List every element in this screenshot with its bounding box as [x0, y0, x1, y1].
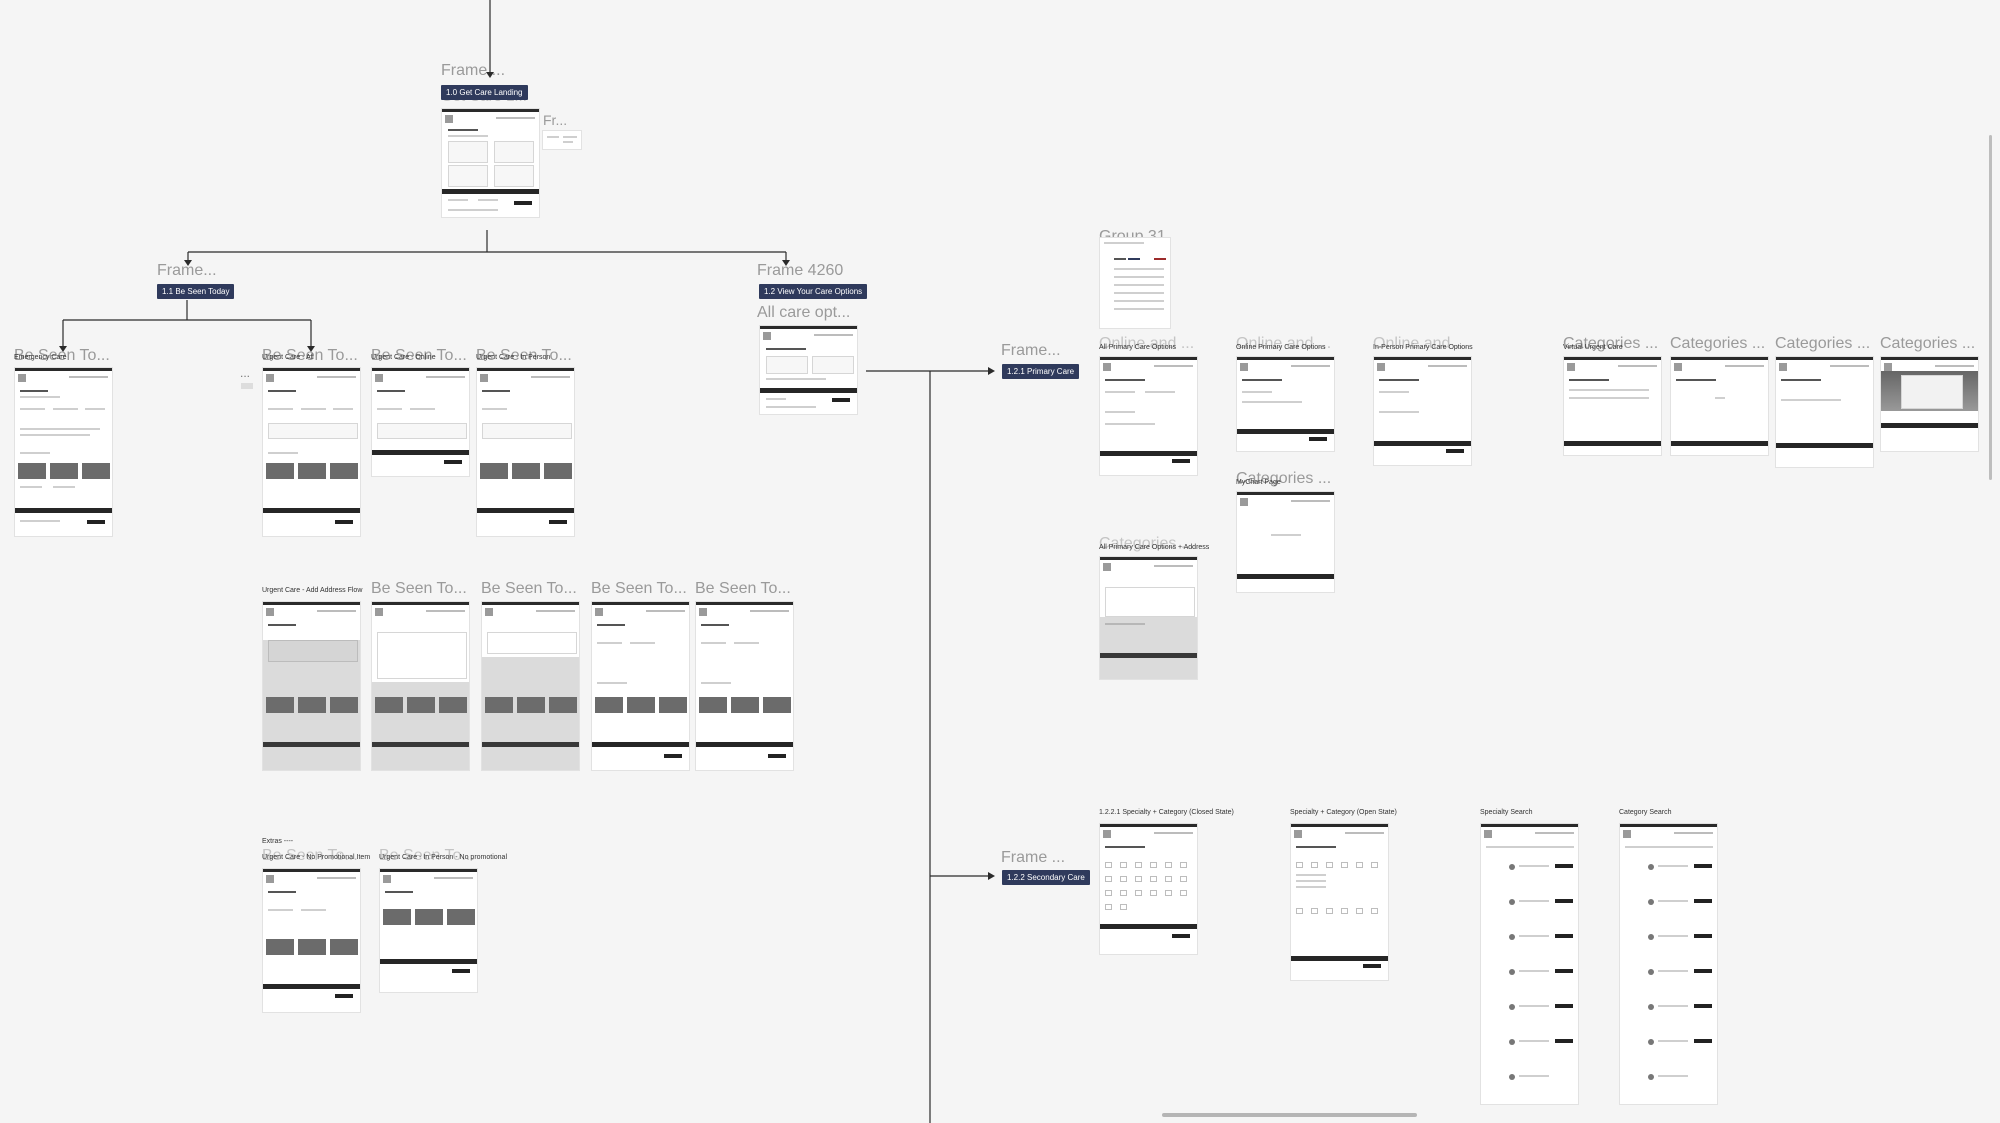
thumb-specialty-open[interactable]	[1290, 823, 1389, 981]
label-in-person-no-promotional: Urgent Care - In Person - No promotional	[379, 854, 507, 861]
frame-title-row1-2[interactable]: Be Seen To...	[262, 347, 358, 364]
frame-title-row1-4[interactable]: Be Seen To...	[476, 347, 572, 364]
label-urgent-care-online: Urgent Care - Online	[371, 354, 436, 361]
thumb-no-promotional-item[interactable]	[262, 868, 361, 1013]
tag-primary-care[interactable]: 1.2.1 Primary Care	[1002, 364, 1080, 379]
frame-title-extras-1[interactable]: Be Seen To...	[262, 847, 358, 864]
frame-title-primary-5[interactable]: Categories ...	[1099, 535, 1195, 552]
label-online-primary-care-options: Online Primary Care Options	[1236, 344, 1326, 351]
thumb-categories-2[interactable]	[1670, 356, 1769, 456]
horizontal-scrollbar[interactable]	[1162, 1113, 1417, 1117]
label-in-person-primary-care-options: In-Person Primary Care Options	[1373, 344, 1473, 351]
frame-title-root[interactable]: Frame ...	[441, 62, 506, 79]
thumb-urgent-care-all[interactable]	[262, 367, 361, 537]
thumb-mychart-page[interactable]	[1236, 491, 1335, 593]
label-specialty-open: Specialty + Category (Open State)	[1290, 809, 1397, 816]
thumb-urgent-care-in-person[interactable]	[476, 367, 575, 537]
thumb-add-address-2[interactable]	[371, 601, 470, 771]
thumb-in-person-primary-care-options[interactable]	[1373, 356, 1472, 466]
frame-subtitle-all-care-options: All care opt...	[757, 304, 851, 321]
frame-title-row2-4[interactable]: Be Seen To...	[591, 580, 687, 597]
tag-get-care-landing[interactable]: 1.0 Get Care Landing	[441, 85, 528, 100]
frame-title-categories-4[interactable]: Categories ...	[1880, 335, 1976, 352]
thumb-all-care-options[interactable]	[759, 325, 858, 415]
tag-secondary-care[interactable]: 1.2.2 Secondary Care	[1002, 870, 1090, 885]
label-urgent-care-all: Urgent Care - All	[262, 354, 314, 361]
frame-title-categories-2[interactable]: Categories ...	[1670, 335, 1766, 352]
thumb-categories-4[interactable]	[1880, 356, 1979, 452]
frame-title-secondary-care[interactable]: Frame ...	[1001, 849, 1066, 866]
label-mychart-page: MyChart Page	[1236, 479, 1281, 486]
label-add-address-flow: Urgent Care - Add Address Flow	[262, 587, 363, 594]
label-primary-care-address: All Primary Care Options + Address	[1099, 544, 1210, 551]
thumb-online-primary-care-options[interactable]	[1236, 356, 1335, 452]
label-virtual-urgent-care: Virtual Urgent Care	[1563, 344, 1623, 351]
thumb-in-person-no-promotional[interactable]	[379, 868, 478, 993]
vertical-scrollbar[interactable]	[1989, 135, 1992, 480]
label-specialty-closed: 1.2.2.1 Specialty + Category (Closed Sta…	[1099, 809, 1234, 816]
frame-title-side[interactable]: Fr...	[543, 112, 568, 128]
frame-title-primary-care[interactable]: Frame...	[1001, 342, 1061, 359]
thumb-specialty-search[interactable]	[1480, 823, 1579, 1105]
frame-title-row2-3[interactable]: Be Seen To...	[481, 580, 577, 597]
thumb-all-primary-care-options[interactable]	[1099, 356, 1198, 476]
thumb-category-search[interactable]	[1619, 823, 1718, 1105]
label-no-promotional-item: Urgent Care - No Promotional Item	[262, 854, 371, 861]
frame-title-primary-4[interactable]: Categories ...	[1236, 470, 1332, 487]
tag-view-care-options[interactable]: 1.2 View Your Care Options	[759, 284, 868, 299]
frame-title-row2-2[interactable]: Be Seen To...	[371, 580, 467, 597]
frame-title-row1-3[interactable]: Be Seen To...	[371, 347, 467, 364]
frame-title-extras-2[interactable]: Be Seen To...	[379, 847, 475, 864]
label-all-primary-care-options: All Primary Care Options	[1099, 344, 1177, 351]
label-emergency-care: Emergency Care	[14, 354, 67, 361]
thumb-group-31[interactable]	[1099, 237, 1171, 329]
thumb-specialty-closed[interactable]	[1099, 823, 1198, 955]
tag-be-seen-today[interactable]: 1.1 Be Seen Today	[157, 284, 235, 299]
thumb-emergency-care[interactable]	[14, 367, 113, 537]
side-frame-thumbnail[interactable]	[542, 130, 582, 150]
frame-title-categories-1[interactable]: Categories ...	[1563, 335, 1659, 352]
thumb-add-address-5[interactable]	[695, 601, 794, 771]
thumb-add-address-4[interactable]	[591, 601, 690, 771]
label-category-search: Category Search	[1619, 809, 1672, 816]
label-extras: Extras ----	[262, 838, 294, 845]
collapsed-item[interactable]	[241, 383, 253, 389]
thumb-categories-1[interactable]	[1563, 356, 1662, 456]
thumb-add-address-3[interactable]	[481, 601, 580, 771]
frame-title-row1-1[interactable]: Be Seen To...	[14, 347, 110, 364]
label-urgent-care-in-person: Urgent Care - In Person	[476, 354, 551, 361]
frame-title-primary-3[interactable]: Online and ...	[1373, 335, 1469, 352]
thumb-urgent-care-online[interactable]	[371, 367, 470, 477]
frame-title-primary-2[interactable]: Online and ...	[1236, 335, 1332, 352]
thumb-get-care-landing[interactable]	[441, 108, 540, 218]
frame-title-4260[interactable]: Frame 4260	[757, 262, 844, 279]
thumb-add-address-1[interactable]	[262, 601, 361, 771]
more-ellipsis[interactable]: ...	[240, 366, 251, 380]
label-specialty-search: Specialty Search	[1480, 809, 1533, 816]
frame-title-be-seen-today[interactable]: Frame...	[157, 262, 217, 279]
frame-title-categories-3[interactable]: Categories ...	[1775, 335, 1871, 352]
frame-title-row2-5[interactable]: Be Seen To...	[695, 580, 791, 597]
thumb-categories-3[interactable]	[1775, 356, 1874, 468]
thumb-primary-care-address[interactable]	[1099, 556, 1198, 680]
frame-title-primary-1[interactable]: Online and ...	[1099, 335, 1195, 352]
